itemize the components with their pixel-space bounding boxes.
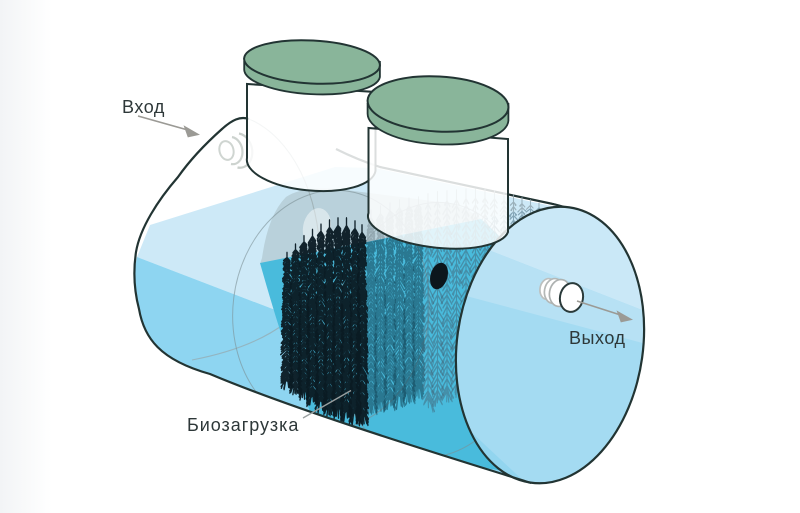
svg-text:Биозагрузка: Биозагрузка (187, 415, 299, 435)
svg-text:Вход: Вход (122, 97, 165, 117)
svg-text:Выход: Выход (569, 328, 626, 348)
